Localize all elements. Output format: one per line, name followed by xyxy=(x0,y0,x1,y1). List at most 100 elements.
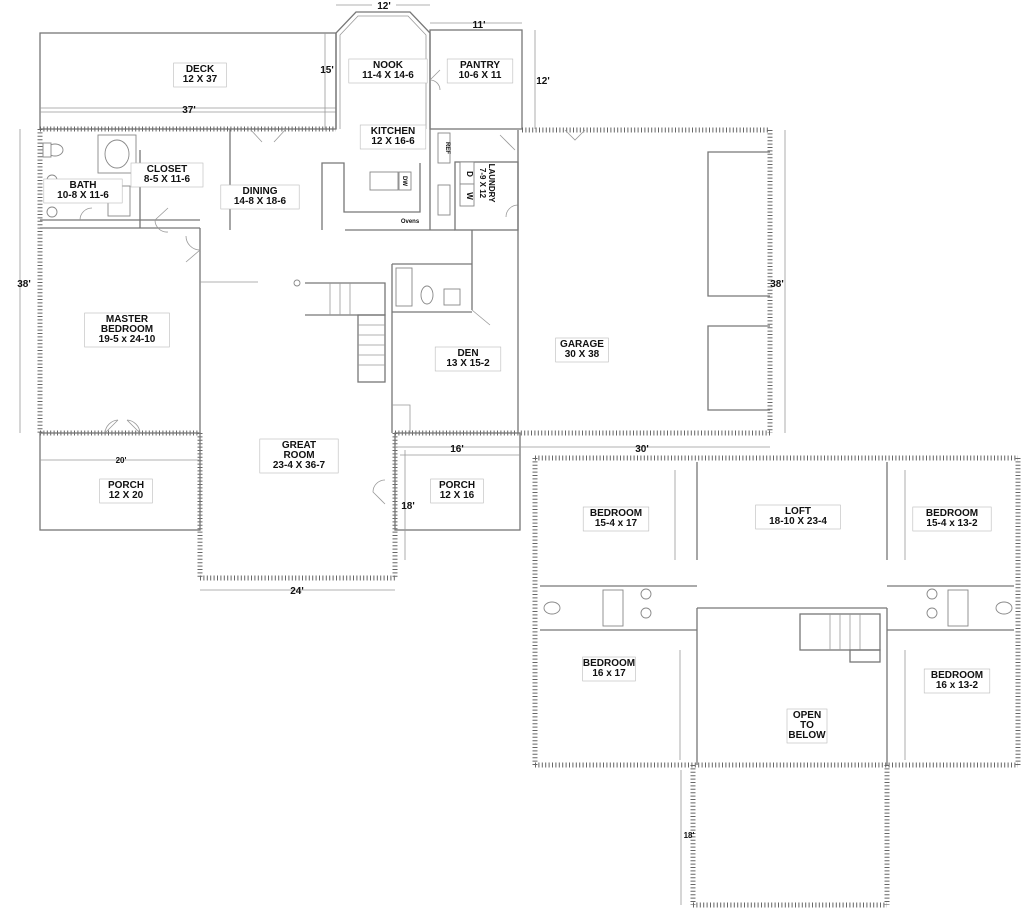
loft-name: LOFT xyxy=(785,506,811,517)
dim-pantry-width: 11' xyxy=(473,20,486,31)
porch_right-size: 12 X 16 xyxy=(440,490,475,501)
nook-size: 11-4 X 14-6 xyxy=(362,70,414,81)
deck-size: 12 X 37 xyxy=(183,74,218,85)
closet-name: CLOSET xyxy=(147,164,188,175)
dim-pantry-depth: 12' xyxy=(536,76,550,87)
room-label-box-great xyxy=(259,438,339,474)
great-size: 23-4 X 36-7 xyxy=(273,460,326,471)
ref-label: REF xyxy=(444,142,450,154)
bed_nw-name: BEDROOM xyxy=(590,508,642,519)
great-name: GREAT xyxy=(282,440,316,451)
deck-name: DECK xyxy=(186,64,215,75)
fixture-labels: REF DW Ovens D W xyxy=(401,142,474,225)
room-label-box-kitchen xyxy=(359,124,427,150)
dim-left-depth: 38' xyxy=(17,279,31,290)
dim-great-room-width: 24' xyxy=(290,586,304,597)
open-name: OPEN xyxy=(793,710,821,721)
dining-name: DINING xyxy=(243,186,278,197)
garage-name: GARAGE xyxy=(560,339,604,350)
bed_sw-name: BEDROOM xyxy=(583,658,635,669)
den-name: DEN xyxy=(457,348,478,359)
room-label-box-loft xyxy=(755,504,841,530)
dim-porch-left-width: 20' xyxy=(116,456,127,465)
main-floor xyxy=(19,4,786,591)
room-label-box-open xyxy=(786,708,828,744)
room-label-box-bath xyxy=(43,178,123,204)
master-name: MASTER xyxy=(106,314,149,325)
dimension-labels: 12' 11' 15' 12' 37' 38' 38' 20' 16' 30' … xyxy=(17,0,784,840)
room-label-box-bed_nw xyxy=(582,506,650,532)
room-label-box-pantry xyxy=(446,58,514,84)
bed_ne-name: BEDROOM xyxy=(926,508,978,519)
room-label-box-garage xyxy=(555,337,609,363)
room-label-box-dining xyxy=(220,184,300,210)
dim-garage-depth: 38' xyxy=(770,279,784,290)
dim-garage-width: 30' xyxy=(635,444,649,455)
room-label-box-bed_se xyxy=(923,668,991,694)
master-name: BEDROOM xyxy=(101,324,153,335)
room-label-box-deck xyxy=(173,62,227,88)
bed_se-size: 16 x 13-2 xyxy=(936,680,979,691)
dining-size: 14-8 X 18-6 xyxy=(234,196,287,207)
bath-size: 10-8 X 11-6 xyxy=(57,190,109,201)
bed_sw-size: 16 x 17 xyxy=(592,668,626,679)
open-name: BELOW xyxy=(788,730,826,741)
porch-left-outline xyxy=(39,432,201,531)
kitchen-size: 12 X 16-6 xyxy=(371,136,415,147)
dim-porch-right-width: 16' xyxy=(450,444,464,455)
pantry-size: 10-6 X 11 xyxy=(459,70,502,81)
dim-nook-width: 12' xyxy=(377,1,391,12)
dw-label: DW xyxy=(401,176,407,186)
kitchen-counter xyxy=(321,162,421,230)
room-label-box-porch_right xyxy=(430,478,484,504)
bed_ne-size: 15-4 x 13-2 xyxy=(926,518,978,529)
room-label-box-master xyxy=(84,312,170,348)
dim-upper-porch-depth: 18' xyxy=(684,831,695,840)
bed_nw-size: 15-4 x 17 xyxy=(595,518,638,529)
upper-floor xyxy=(532,455,1021,908)
master-size: 19-5 x 24-10 xyxy=(99,334,156,345)
porch_right-name: PORCH xyxy=(439,480,475,491)
porch_left-name: PORCH xyxy=(108,480,144,491)
open-name: TO xyxy=(800,720,814,731)
kitchen-name: KITCHEN xyxy=(371,126,415,137)
bath-name: BATH xyxy=(69,180,96,191)
porch_left-size: 12 X 20 xyxy=(109,490,144,501)
room-label-box-porch_left xyxy=(99,478,153,504)
washer-label: W xyxy=(465,192,474,200)
ovens-label: Ovens xyxy=(401,219,420,225)
dim-deck-length: 37' xyxy=(182,105,196,116)
closet-size: 8-5 X 11-6 xyxy=(144,174,191,185)
bed_se-name: BEDROOM xyxy=(931,670,983,681)
room-label-box-bed_sw xyxy=(582,656,636,682)
room-label-laundry: LAUNDRY7-9 X 12 xyxy=(478,164,496,203)
room-label-box-bed_ne xyxy=(912,506,992,532)
den-size: 13 X 15-2 xyxy=(446,358,490,369)
garage-size: 30 X 38 xyxy=(565,349,600,360)
garage-door-recess xyxy=(707,151,770,297)
room-label-box-den xyxy=(434,346,502,372)
room-label-box-nook xyxy=(348,58,428,84)
loft-size: 18-10 X 23-4 xyxy=(769,516,827,527)
dryer-label: D xyxy=(465,171,474,177)
